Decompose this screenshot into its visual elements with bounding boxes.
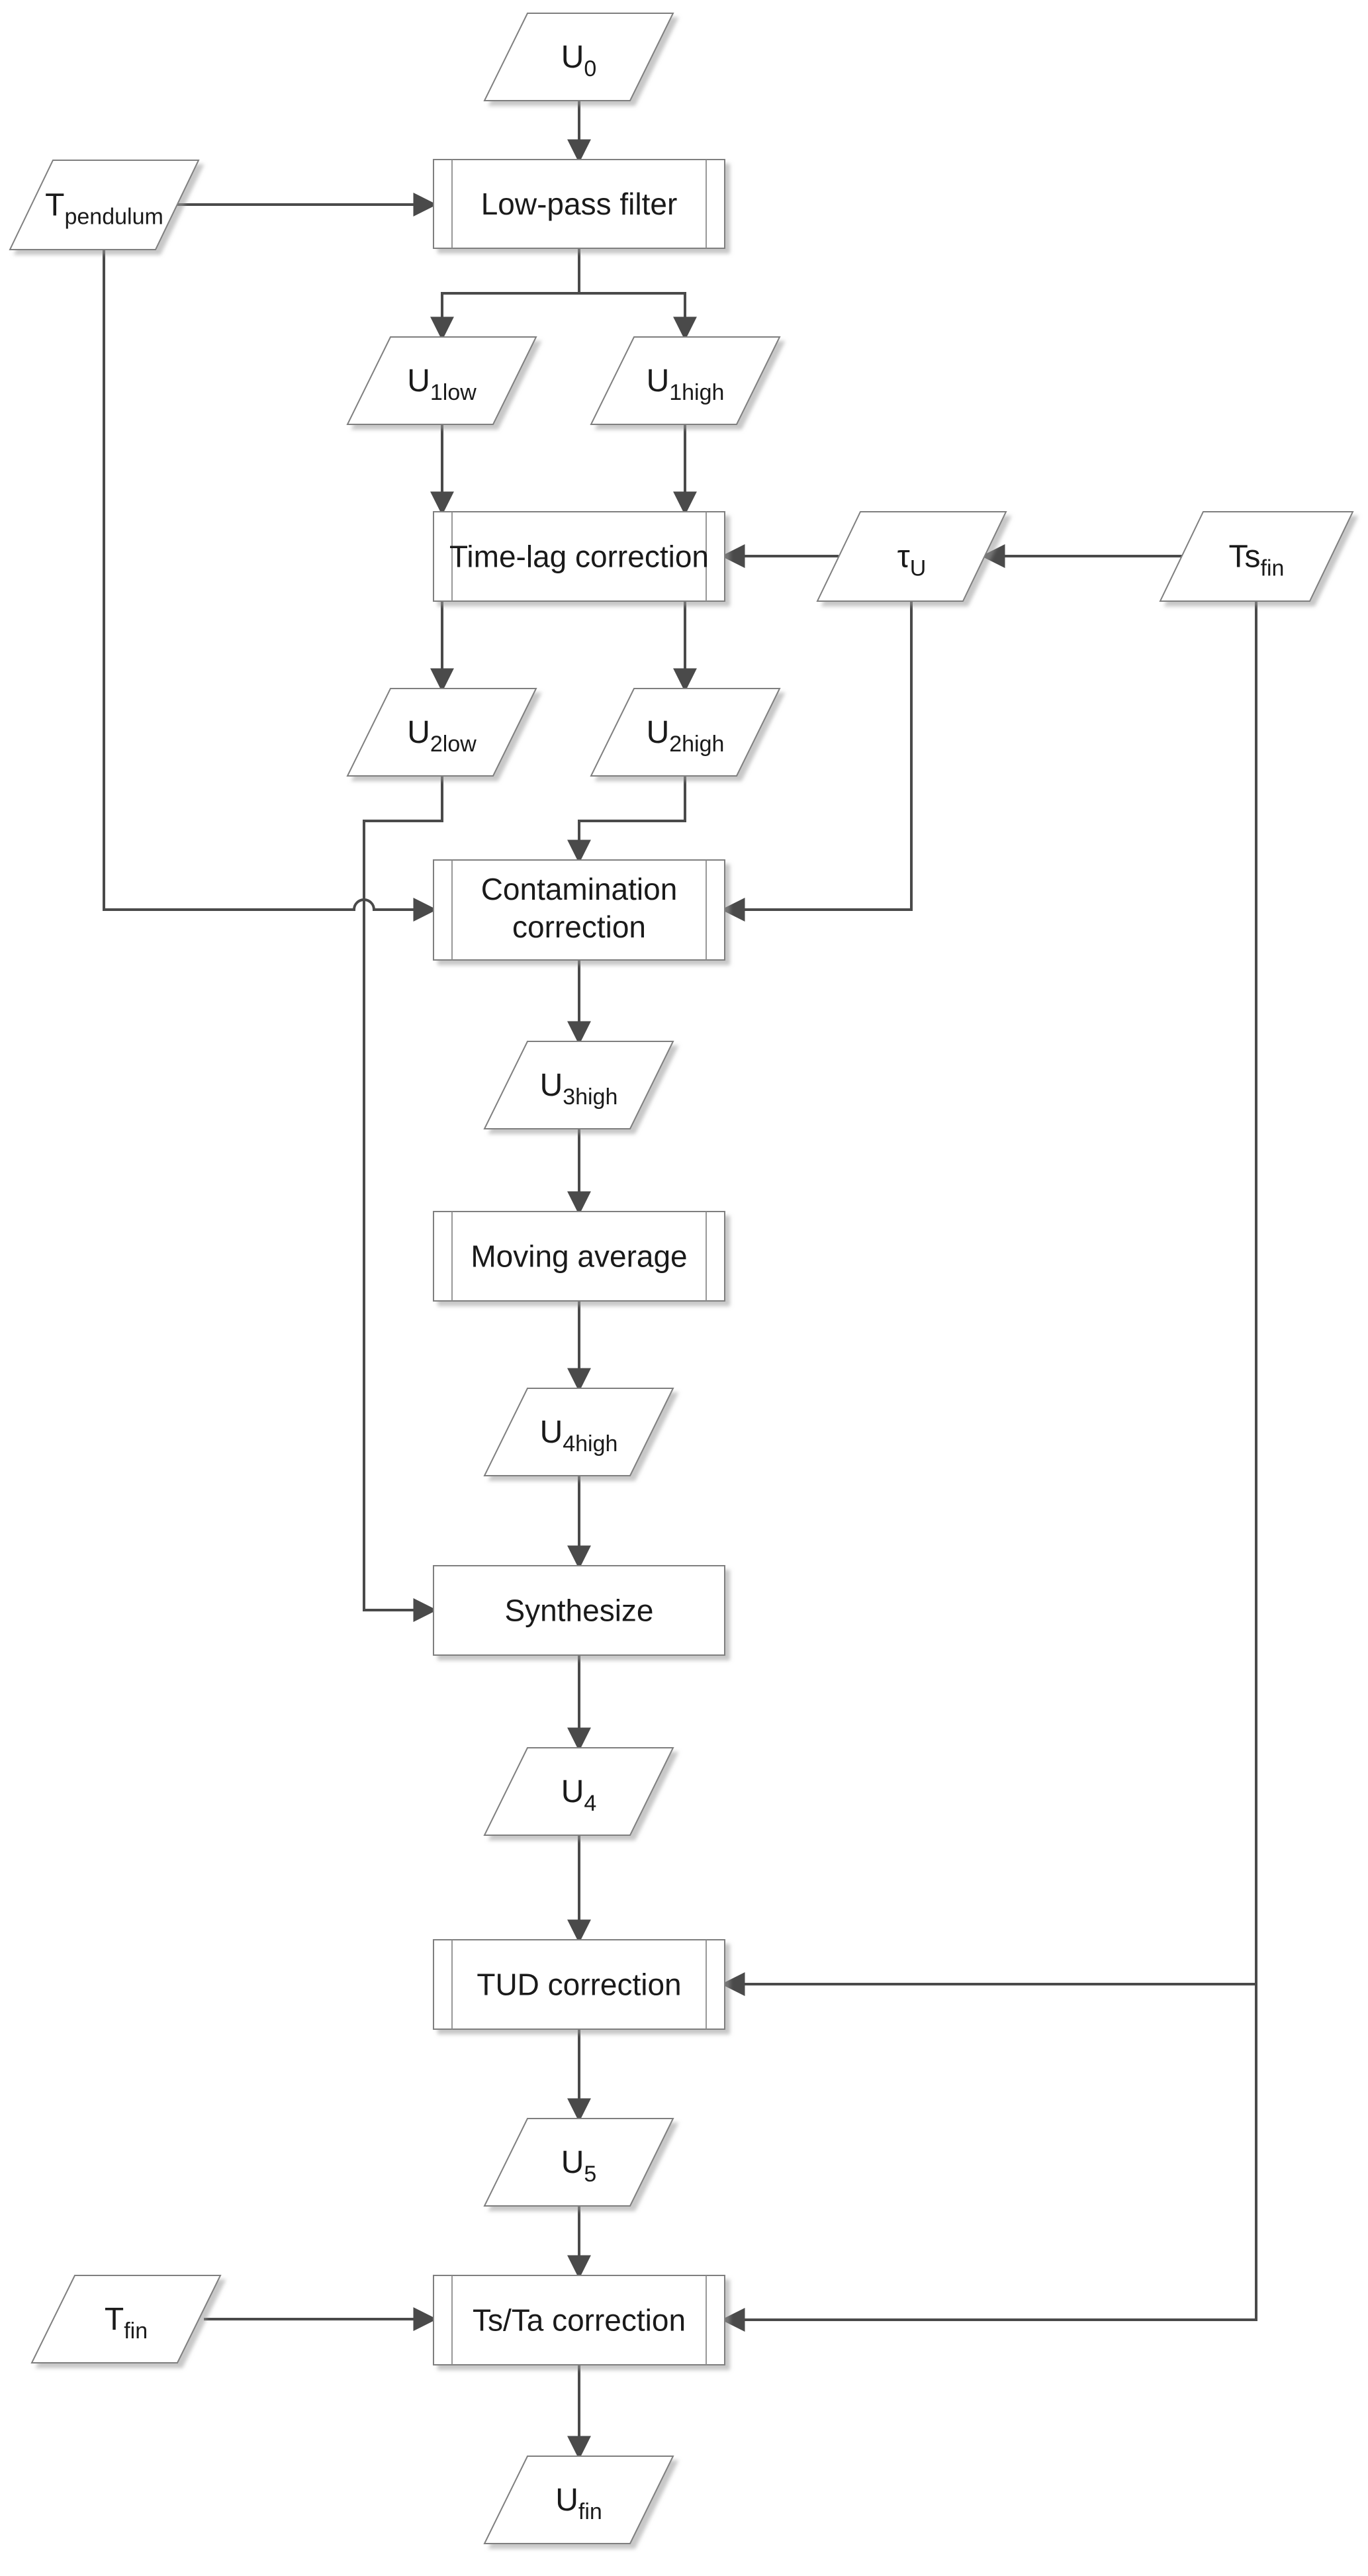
t-fin-label: Tfin (105, 2302, 148, 2344)
node-u2high: U2high (590, 688, 781, 777)
u2low-label: U2low (407, 715, 477, 757)
connector-tau-u-to-contamination-correction (721, 601, 913, 922)
ts-fin-parallelogram (1159, 511, 1354, 602)
time-lag-correction-label: Time-lag correction (449, 540, 709, 574)
t-pendulum-label: Tpendulum (45, 188, 163, 230)
tau-u-parallelogram (816, 511, 1007, 602)
connector-u2high-to-contamination-correction (567, 776, 686, 864)
u4high-label: U4high (540, 1415, 618, 1456)
u3high-parallelogram (483, 1041, 674, 1129)
t-fin-parallelogram (30, 2275, 222, 2363)
time-lag-correction-box (433, 511, 725, 602)
node-u1high: U1high (590, 336, 781, 425)
node-u0: U0 (483, 13, 674, 101)
tau-u-label: τU (897, 540, 927, 581)
u2low-parallelogram (346, 688, 537, 777)
node-synthesize: Synthesize (433, 1565, 725, 1656)
u3high-label: U3high (540, 1068, 618, 1110)
u5-label: U5 (561, 2145, 597, 2187)
connector-low-pass-filter-to-u1low (430, 248, 580, 341)
u2high-label: U2high (647, 715, 725, 757)
low-pass-filter-box (433, 159, 725, 249)
low-pass-filter-label: Low-pass filter (481, 187, 678, 221)
node-ts-fin: Tsfin (1159, 511, 1354, 602)
u-fin-parallelogram (483, 2456, 674, 2544)
node-moving-average: Moving average (433, 1211, 725, 1302)
u0-label: U0 (561, 40, 597, 81)
node-u4: U4 (483, 1747, 674, 1836)
ts-fin-label: Tsfin (1229, 540, 1285, 581)
moving-average-box (433, 1211, 725, 1302)
connector-ts-fin-to-ts-ta-correction (721, 601, 1257, 2332)
ts-ta-correction-label: Ts/Ta correction (473, 2303, 686, 2338)
moving-average-label: Moving average (471, 1239, 687, 1274)
node-t-pendulum: Tpendulum (9, 160, 200, 250)
u1high-label: U1high (647, 363, 725, 405)
u4-label: U4 (561, 1774, 597, 1816)
node-u1low: U1low (346, 336, 537, 425)
contamination-correction-box (433, 859, 725, 961)
node-u2low: U2low (346, 688, 537, 777)
t-pendulum-parallelogram (9, 160, 200, 250)
node-tau-u: τU (816, 511, 1007, 602)
u1high-parallelogram (590, 336, 781, 425)
node-u3high: U3high (483, 1041, 674, 1129)
connector-u2low-to-synthesize (363, 776, 443, 1622)
node-u5: U5 (483, 2118, 674, 2207)
u1low-label: U1low (407, 363, 477, 405)
node-t-fin: Tfin (30, 2275, 222, 2363)
synthesize-label: Synthesize (504, 1594, 653, 1628)
u2high-parallelogram (590, 688, 781, 777)
node-u4high: U4high (483, 1388, 674, 1476)
node-tud-correction: TUD correction (433, 1939, 725, 2030)
u4high-parallelogram (483, 1388, 674, 1476)
synthesize-box (433, 1565, 725, 1656)
u0-parallelogram (483, 13, 674, 101)
connector-t-pendulum-to-contamination-correction (103, 250, 437, 922)
u1low-parallelogram (346, 336, 537, 425)
ts-ta-correction-box (433, 2275, 725, 2365)
node-low-pass-filter: Low-pass filter (433, 159, 725, 249)
node-ts-ta-correction: Ts/Ta correction (433, 2275, 725, 2365)
connector-low-pass-filter-to-u1high (579, 292, 697, 341)
u5-parallelogram (483, 2118, 674, 2207)
node-time-lag-correction: Time-lag correction (433, 511, 725, 602)
node-u-fin: Ufin (483, 2456, 674, 2544)
tud-correction-box (433, 1939, 725, 2030)
u-fin-label: Ufin (555, 2483, 602, 2524)
tud-correction-label: TUD correction (477, 1968, 681, 2002)
u4-parallelogram (483, 1747, 674, 1836)
